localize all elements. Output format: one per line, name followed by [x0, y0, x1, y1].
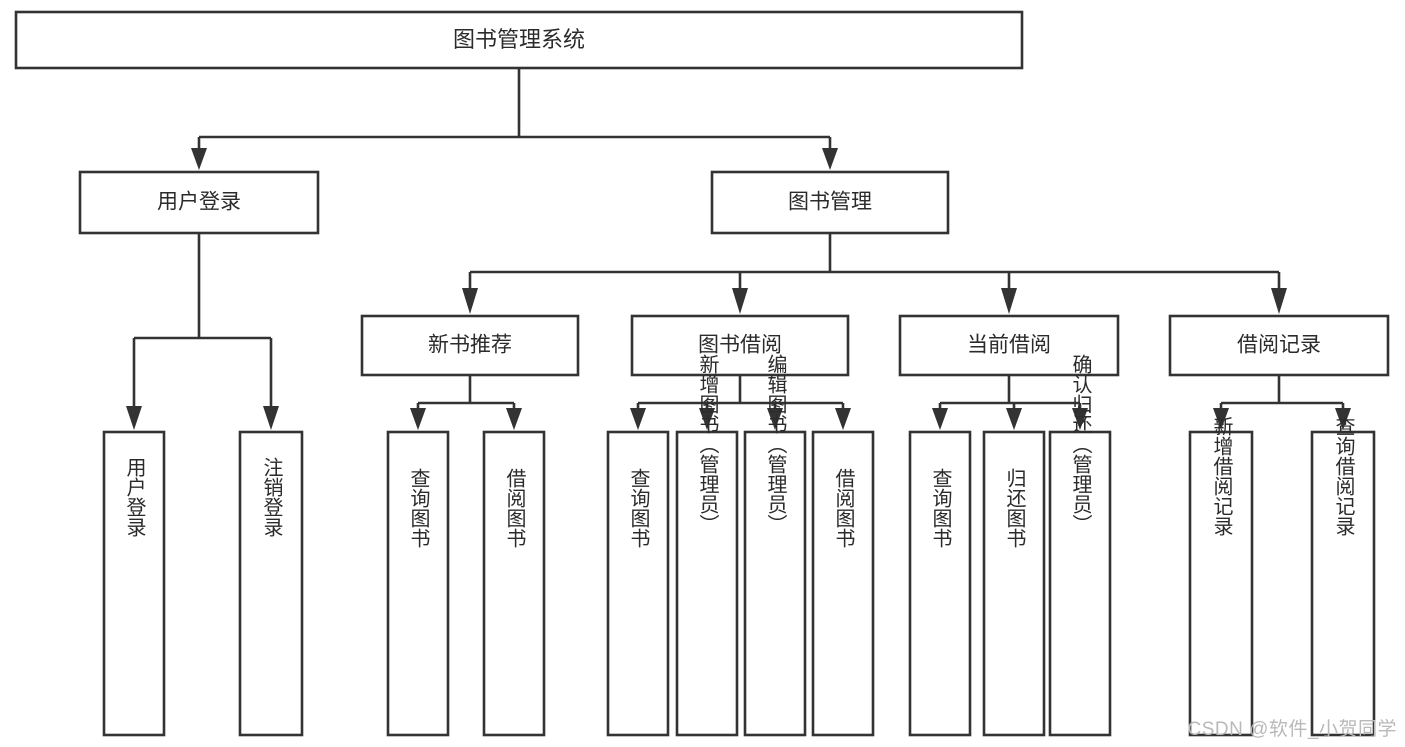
- node-borrowing-record-label: 借阅记录: [1237, 334, 1321, 357]
- node-book-borrowing-box[interactable]: [630, 314, 850, 377]
- arrow-head-borrow-record: [1271, 288, 1287, 314]
- leaf-query-book-current-label: 查询图书: [929, 468, 952, 548]
- leaf-query-book-current[interactable]: 查询图书: [908, 430, 972, 737]
- leaf-borrow-book[interactable]: 借阅图书: [811, 430, 875, 737]
- leaf-add-borrow-record[interactable]: 新增借阅记录: [1188, 416, 1254, 737]
- node-current-borrowing-label: 当前借阅: [967, 334, 1051, 357]
- leaf-add-book-admin[interactable]: 新增图书（管理员）: [675, 354, 739, 737]
- arrow-head-current-leaf-3: [1072, 408, 1088, 430]
- leaf-logout[interactable]: 注销登录: [238, 430, 304, 737]
- node-root-system[interactable]: 图书管理系统: [14, 10, 1024, 70]
- arrow-head-current-borrow: [1001, 288, 1017, 314]
- leaf-query-borrow-record-box[interactable]: [1310, 430, 1376, 737]
- arrow-head-new-book-rec: [462, 288, 478, 314]
- leaf-return-book[interactable]: 归还图书: [982, 430, 1046, 737]
- node-root-label: 图书管理系统: [453, 27, 585, 52]
- node-borrowing-record[interactable]: 借阅记录: [1168, 314, 1390, 377]
- leaf-query-borrow-record[interactable]: 查询借阅记录: [1310, 416, 1376, 737]
- arrow-head-borrow-leaf-2: [699, 408, 715, 430]
- leaf-logout-label: 注销登录: [260, 457, 283, 537]
- leaf-edit-book-admin[interactable]: 编辑图书（管理员）: [743, 354, 807, 737]
- node-book-management[interactable]: 图书管理: [710, 170, 950, 235]
- leaf-user-login[interactable]: 用户登录: [102, 430, 166, 737]
- node-user-login[interactable]: 用户登录: [78, 170, 320, 235]
- leaf-query-book-borrow-box[interactable]: [606, 430, 670, 737]
- connector-layer: [126, 68, 1351, 430]
- arrow-head-leaf-user-login: [126, 406, 142, 430]
- leaf-query-book-rec-label: 查询图书: [407, 468, 430, 548]
- arrow-head-newbook-leaf-2: [506, 408, 522, 430]
- leaf-borrow-book-rec-label: 借阅图书: [503, 468, 526, 548]
- leaf-edit-book-admin-box[interactable]: [743, 430, 807, 737]
- leaf-query-book-rec[interactable]: 查询图书: [386, 430, 450, 737]
- node-user-login-label: 用户登录: [157, 191, 241, 214]
- leaf-return-book-box[interactable]: [982, 430, 1046, 737]
- arrow-head-book-mgmt: [822, 148, 838, 170]
- leaf-add-book-admin-box[interactable]: [675, 430, 739, 737]
- leaf-return-book-label: 归还图书: [1003, 468, 1026, 548]
- node-new-book-recommend[interactable]: 新书推荐: [360, 314, 580, 377]
- arrow-head-newbook-leaf-1: [410, 408, 426, 430]
- arrow-head-current-leaf-2: [1006, 408, 1022, 430]
- leaf-borrow-book-rec[interactable]: 借阅图书: [482, 430, 546, 737]
- arrow-head-record-leaf-1: [1213, 408, 1229, 430]
- leaf-query-book-borrow-label: 查询图书: [627, 468, 650, 548]
- arrow-head-borrow-leaf-3: [767, 408, 783, 430]
- leaf-query-book-current-box[interactable]: [908, 430, 972, 737]
- watermark-text: CSDN @软件_小贺同学: [1187, 719, 1397, 740]
- arrow-head-record-leaf-2: [1335, 408, 1351, 430]
- leaf-edit-book-admin-label: 编辑图书（管理员）: [764, 354, 787, 534]
- arrow-head-borrow-leaf-1: [630, 408, 646, 430]
- node-current-borrowing[interactable]: 当前借阅: [898, 314, 1120, 377]
- node-user-login-box[interactable]: [78, 170, 320, 235]
- arrow-head-user-login: [191, 148, 207, 170]
- leaf-user-login-box[interactable]: [102, 430, 166, 737]
- arrow-head-current-leaf-1: [932, 408, 948, 430]
- leaf-query-book-rec-box[interactable]: [386, 430, 450, 737]
- leaf-query-book-borrow[interactable]: 查询图书: [606, 430, 670, 737]
- node-book-management-box[interactable]: [710, 170, 950, 235]
- leaf-borrow-book-label: 借阅图书: [832, 468, 855, 548]
- arrow-head-borrow-leaf-4: [835, 408, 851, 430]
- node-new-book-recommend-box[interactable]: [360, 314, 580, 377]
- leaf-confirm-return-admin[interactable]: 确认归还（管理员）: [1048, 354, 1112, 737]
- node-book-management-label: 图书管理: [788, 191, 872, 214]
- node-current-borrowing-box[interactable]: [898, 314, 1120, 377]
- leaf-add-borrow-record-label: 新增借阅记录: [1210, 416, 1233, 536]
- leaf-borrow-book-box[interactable]: [811, 430, 875, 737]
- node-borrowing-record-box[interactable]: [1168, 314, 1390, 377]
- leaf-logout-box[interactable]: [238, 430, 304, 737]
- node-root-box[interactable]: [14, 10, 1024, 70]
- leaf-add-book-admin-label: 新增图书（管理员）: [696, 354, 719, 534]
- node-book-borrowing[interactable]: 图书借阅: [630, 314, 850, 377]
- node-book-borrowing-label: 图书借阅: [698, 334, 782, 357]
- leaf-query-borrow-record-label: 查询借阅记录: [1332, 416, 1355, 536]
- arrow-head-leaf-logout: [263, 406, 279, 430]
- arrow-head-book-borrow: [732, 288, 748, 314]
- node-new-book-recommend-label: 新书推荐: [428, 334, 512, 357]
- leaf-confirm-return-admin-box[interactable]: [1048, 430, 1112, 737]
- leaf-add-borrow-record-box[interactable]: [1188, 430, 1254, 737]
- leaf-borrow-book-rec-box[interactable]: [482, 430, 546, 737]
- leaf-confirm-return-admin-label: 确认归还（管理员）: [1069, 354, 1092, 534]
- leaf-user-login-label: 用户登录: [123, 457, 146, 537]
